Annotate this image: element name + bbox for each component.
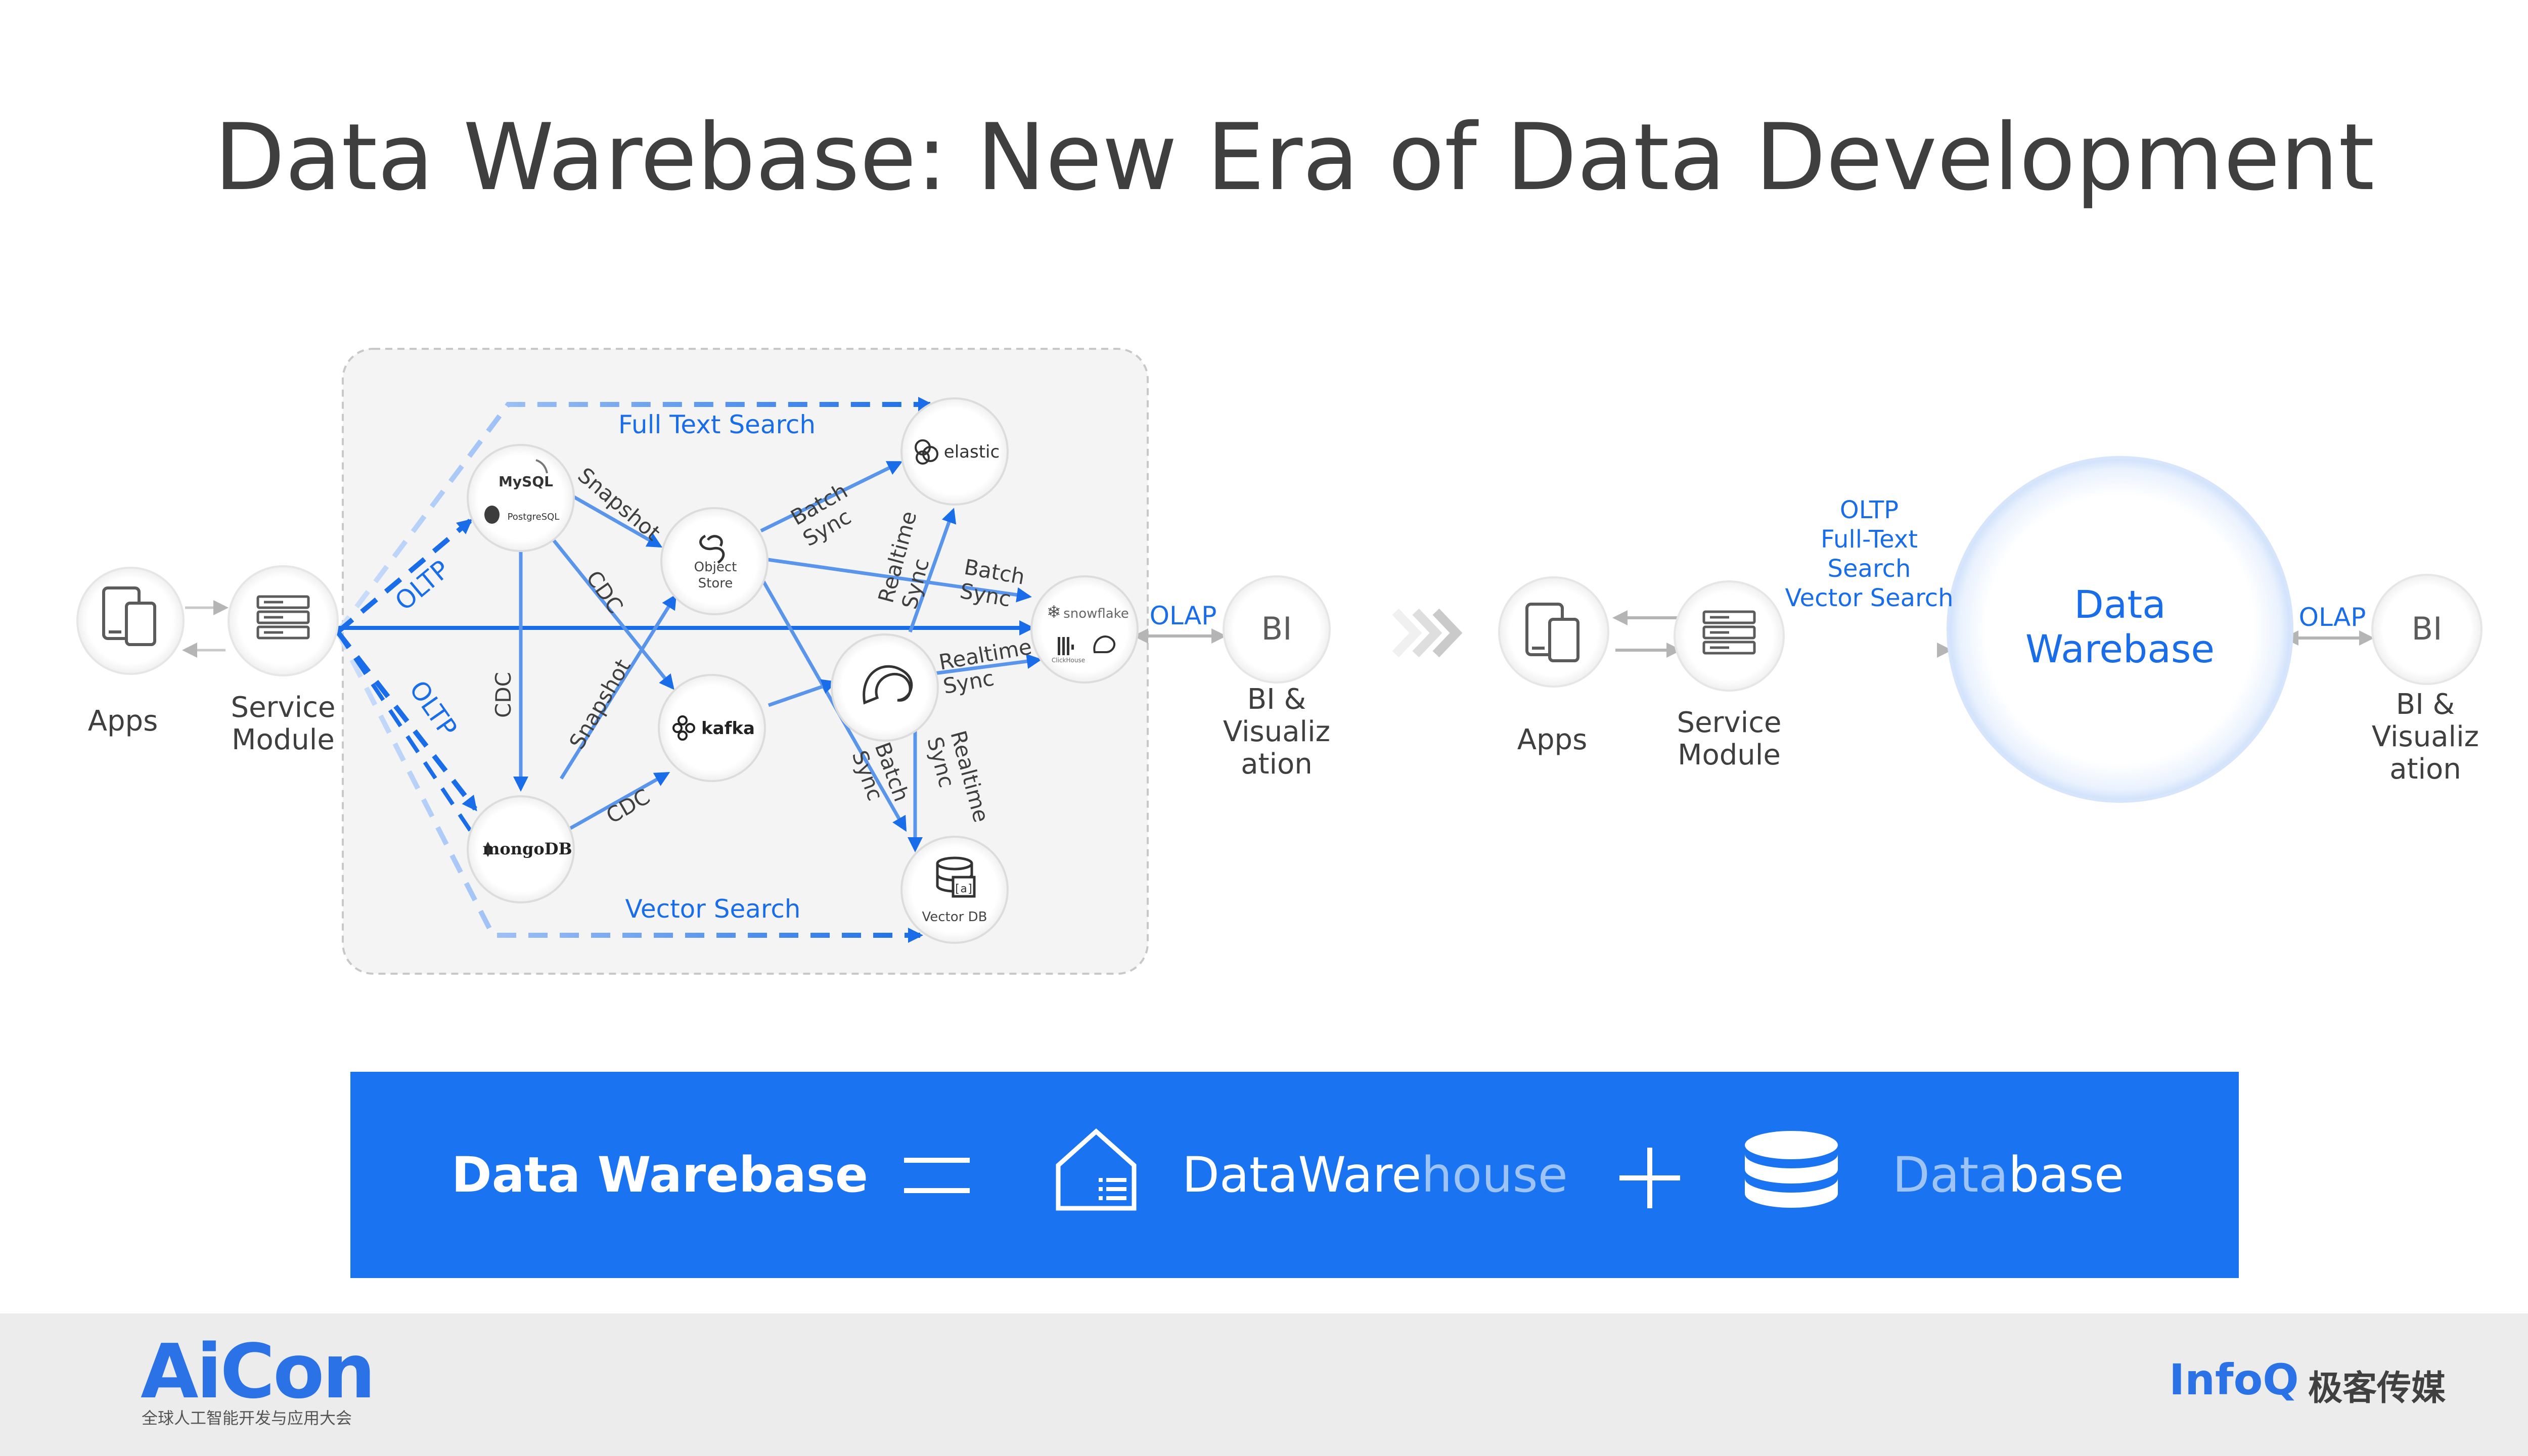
database-icon [936,856,976,898]
service-module-node [228,565,339,676]
elastic-label: elastic [944,442,1000,462]
formula-banner: Data Warebase DataWarehouse Database [350,1072,2239,1278]
vector-db-node: [a] [900,836,1009,944]
server-rack-icon [256,595,310,640]
devices-icon [1525,603,1579,662]
apps-label-right: Apps [1517,723,1588,756]
postgresql-label: PostgreSQL [508,512,560,522]
object-store-icon [699,534,725,564]
aicon-logo: AiCon [141,1328,376,1415]
realtime-engine-node [831,633,939,742]
mongodb-node [467,795,575,903]
apps-node-right [1498,576,1609,688]
kafka-icon [672,715,695,741]
snowflake-clickhouse-node: ❄ [1030,575,1139,684]
full-text-search-path [335,397,933,633]
clickhouse-icon [1058,637,1074,655]
apps-label: Apps [88,705,158,738]
database-suffix: base [2008,1147,2125,1203]
mongodb-leaf-icon [485,842,490,857]
plus-icon [1619,1148,1680,1208]
snowflake-label: snowflake [1063,606,1129,621]
kafka-label: kafka [701,718,755,739]
aicon-subtitle: 全球人工智能开发与应用大会 [142,1408,352,1428]
footer-bar [0,1313,2528,1456]
svg-text:[a]: [a] [954,883,974,895]
mysql-label: MySQL [499,473,553,490]
bi-icon-text-right: BI [2412,610,2443,647]
bi-node-right [2371,574,2482,685]
equals-icon [904,1158,970,1193]
server-rack-icon [1702,610,1756,655]
clickhouse-label: ClickHouse [1052,657,1085,664]
vector-search-label: Vector Search [625,894,801,924]
apps-node [76,567,185,675]
devices-icon [102,586,156,646]
snowflake-icon: ❄ [1047,602,1061,622]
squirrel-icon [863,665,913,705]
full-text-search-label: Full Text Search [618,410,816,439]
warehouse-icon [1056,1128,1137,1211]
banner-warebase-text: Data Warebase [452,1147,869,1203]
banner-datawarehouse-text: DataWarehouse [1182,1072,1568,1278]
squirrel-small-icon [1093,635,1116,653]
object-store-node [660,507,769,615]
olap-label-left: OLAP [1150,601,1217,630]
transition-chevrons-icon [1392,608,1463,658]
mysql-postgresql-node [467,444,575,552]
datawarehouse-prefix: DataWare [1182,1147,1422,1203]
service-module-node-right [1674,580,1785,692]
banner-database-text: Database [1892,1072,2124,1278]
database-prefix: Data [1892,1147,2009,1203]
postgresql-elephant-icon [484,506,500,524]
edge-label-cdc-1: CDC [491,672,516,718]
elastic-icon [915,439,938,465]
data-warebase-node [1947,456,2293,803]
infoq-logo: InfoQ [2169,1355,2299,1404]
mongodb-label: mongoDB [483,839,572,858]
bi-icon-text-left: BI [1261,610,1292,647]
elastic-node [900,397,1009,506]
database-stack-icon [1745,1131,1838,1208]
kafka-node [658,674,766,782]
slide-title: Data Warebase: New Era of Data Developme… [214,104,2375,211]
mysql-dolphin-icon [535,459,548,474]
vectordb-label: Vector DB [922,909,987,925]
infoq-chinese-logo: 极客传媒 [2308,1369,2446,1408]
olap-label-right: OLAP [2299,603,2366,632]
bi-node-left [1223,575,1331,684]
datawarehouse-suffix: house [1421,1147,1568,1203]
